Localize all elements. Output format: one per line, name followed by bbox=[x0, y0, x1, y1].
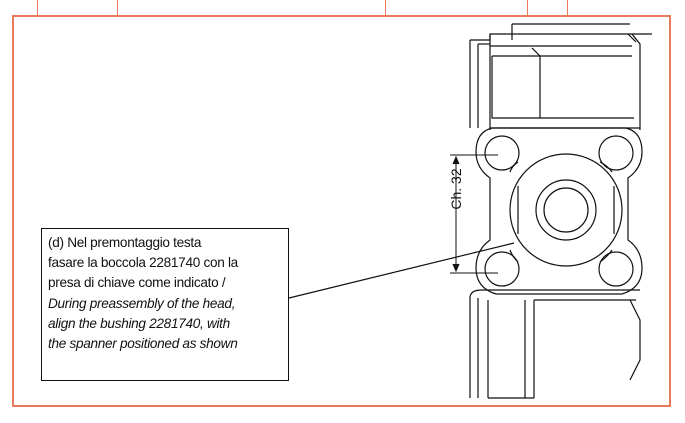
assembly-note: (d) Nel premontaggio testa fasare la boc… bbox=[41, 228, 289, 381]
title-block-divider bbox=[37, 0, 38, 16]
note-line-en-1: During preassembly of the head, bbox=[48, 295, 236, 311]
title-block-divider bbox=[567, 0, 568, 16]
note-line-en-2: align the bushing 2281740, with bbox=[48, 315, 230, 331]
note-line-en-3: the spanner positioned as shown bbox=[48, 336, 238, 352]
dimension-ch32 bbox=[450, 154, 498, 274]
note-line-it-3: presa di chiave come indicato / bbox=[48, 275, 226, 291]
title-block-divider bbox=[117, 0, 118, 16]
title-block-strip bbox=[0, 0, 685, 16]
leader-line bbox=[288, 242, 515, 299]
head-block bbox=[475, 127, 643, 295]
note-line-it-1: (d) Nel premontaggio testa bbox=[48, 235, 202, 250]
lower-body-outline bbox=[469, 289, 641, 399]
title-block-divider bbox=[527, 0, 528, 16]
dimension-label: Ch. 32 bbox=[448, 168, 464, 210]
title-block-divider bbox=[385, 0, 386, 16]
pump-head-outline bbox=[469, 23, 652, 130]
note-line-it-2: fasare la boccola 2281740 con la bbox=[48, 255, 238, 271]
drawing-frame bbox=[12, 15, 671, 407]
